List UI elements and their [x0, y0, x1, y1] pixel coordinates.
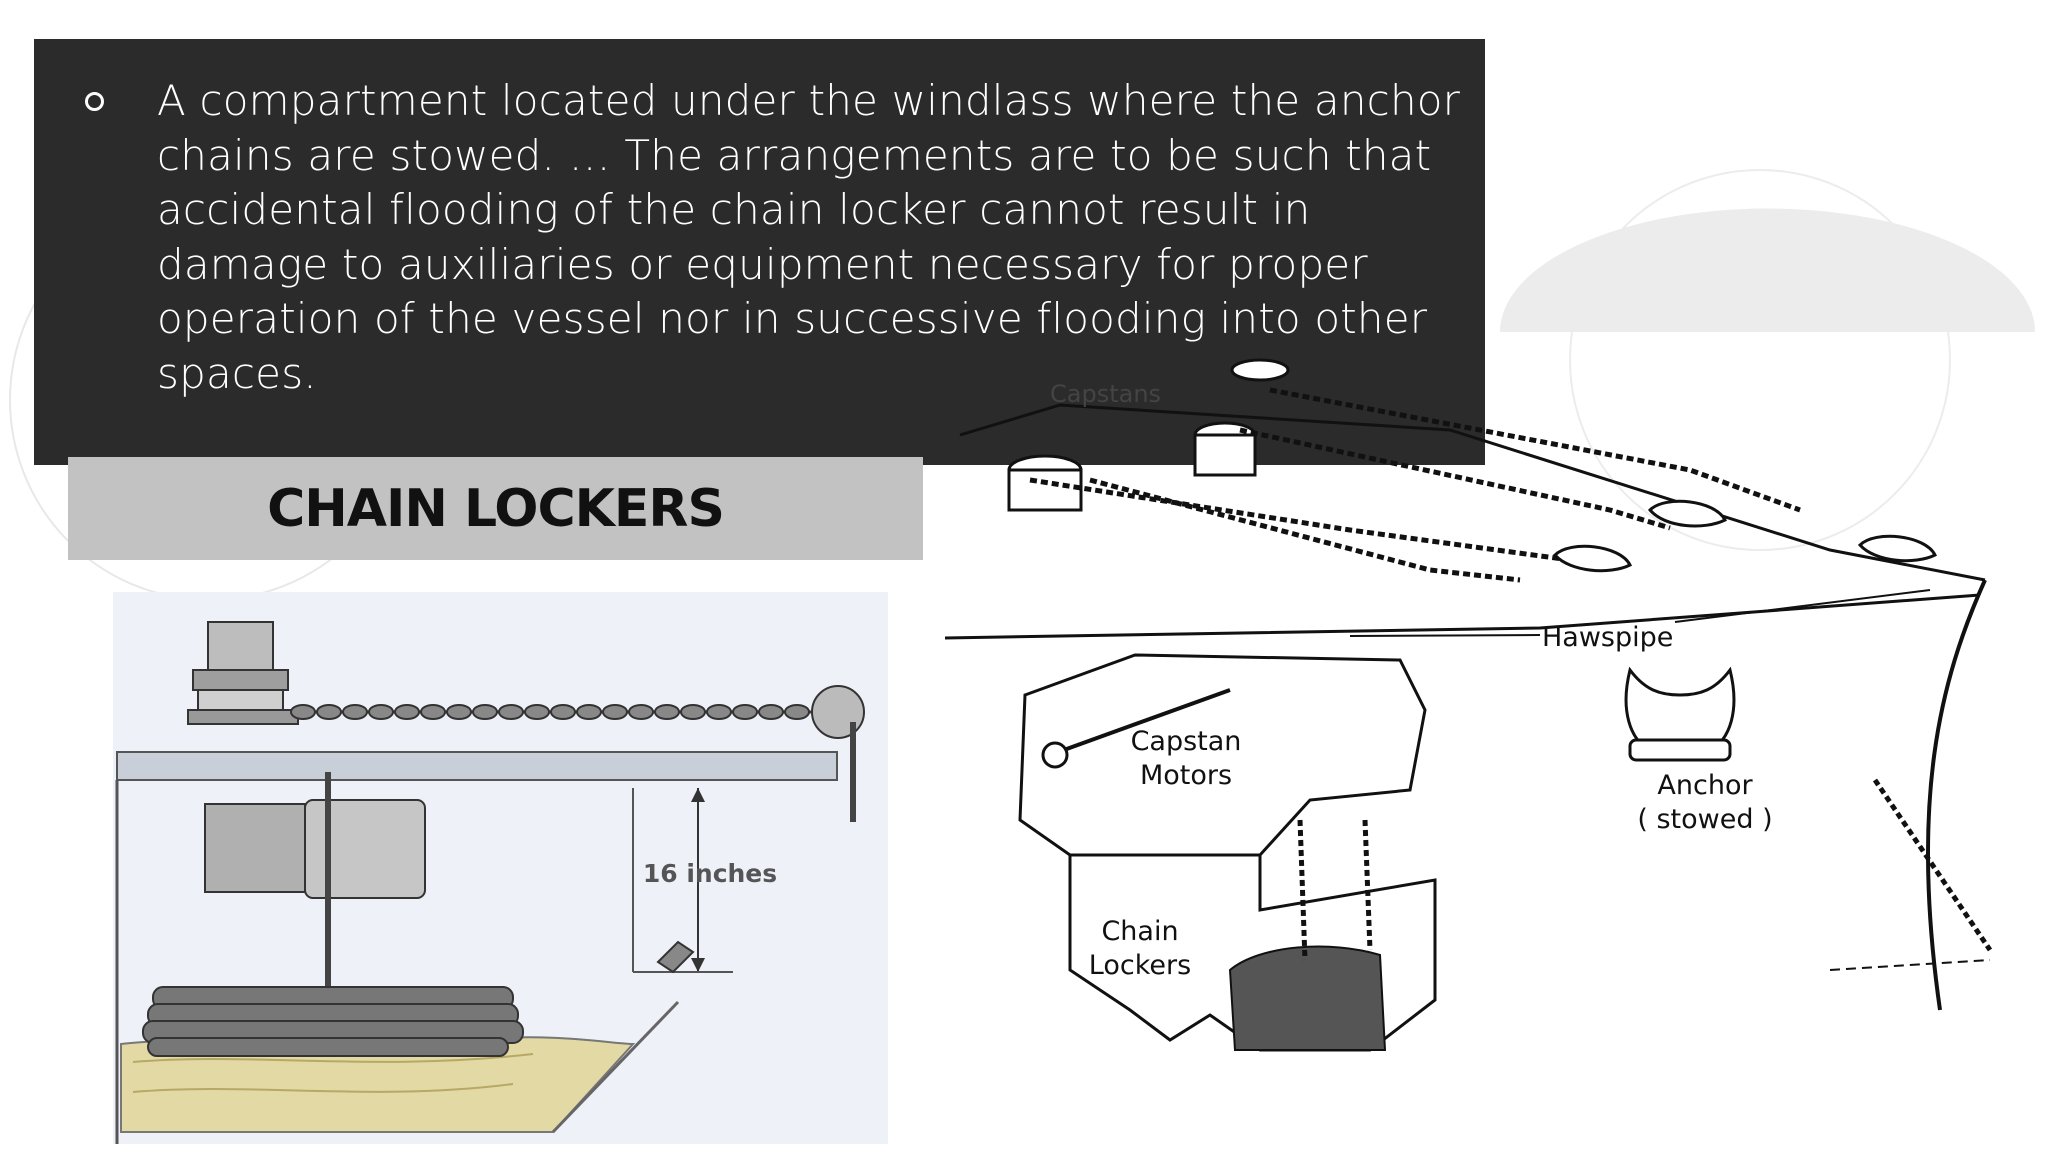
chain-link	[732, 704, 758, 720]
title-banner: CHAIN LOCKERS	[68, 457, 923, 560]
label-hawspipe: Hawspipe	[1542, 622, 1673, 653]
chain-link	[316, 704, 342, 720]
label-chain-lockers-line2: Lockers	[1089, 950, 1191, 981]
chain-link	[680, 704, 706, 720]
chain-link	[784, 704, 810, 720]
text-panel	[34, 39, 1485, 465]
label-anchor-line2: ( stowed )	[1637, 804, 1772, 835]
measurement-label: 16 inches	[643, 859, 777, 888]
slide-title: CHAIN LOCKERS	[267, 478, 725, 539]
chain-link	[342, 704, 368, 720]
bullet-icon	[85, 92, 104, 111]
windlass-chain-locker-illustration: 16 inches	[113, 592, 888, 1144]
label-anchor-line1: Anchor	[1657, 770, 1753, 801]
label-chain-lockers-line1: Chain	[1101, 916, 1178, 947]
label-capstan-motors-line2: Motors	[1140, 760, 1232, 791]
chain-link	[706, 704, 732, 720]
chain-link	[446, 704, 472, 720]
chain-link	[628, 704, 654, 720]
chain-link	[368, 704, 394, 720]
chain-link	[602, 704, 628, 720]
chain-link	[498, 704, 524, 720]
label-capstan-motors-line1: Capstan	[1131, 726, 1242, 757]
body-text: A compartment located under the windlass…	[157, 76, 1461, 398]
chain-link	[472, 704, 498, 720]
chain-link	[420, 704, 446, 720]
chain-link	[550, 704, 576, 720]
chain-link	[654, 704, 680, 720]
label-capstans: Capstans	[1050, 380, 1161, 408]
chain-link	[758, 704, 784, 720]
chain-link	[394, 704, 420, 720]
chain-link	[290, 704, 316, 720]
chain-link	[576, 704, 602, 720]
chain-link	[524, 704, 550, 720]
bow-chain-locker-diagram: Capstans Hawspipe Capstan Motors Anchor …	[944, 358, 1993, 1052]
